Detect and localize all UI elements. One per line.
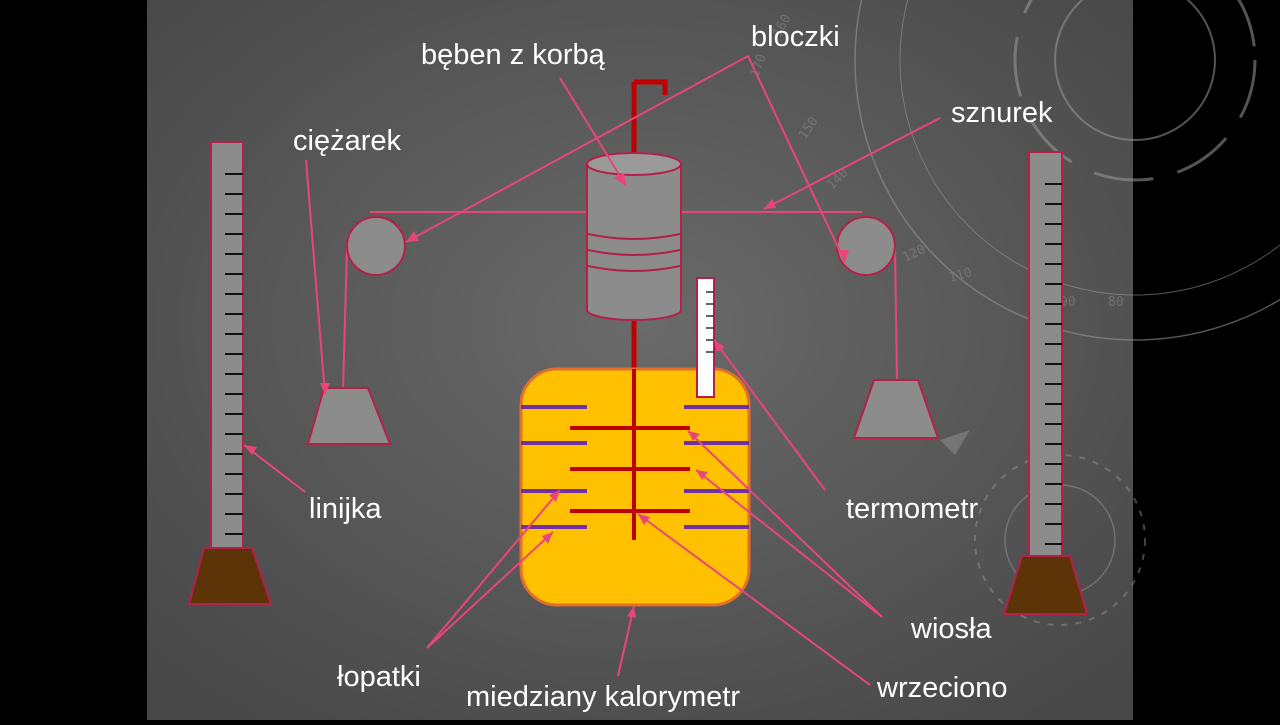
left-pulley — [346, 216, 406, 276]
paddles-rotating — [570, 426, 690, 513]
label-spindle: wrzeciono — [876, 672, 1008, 704]
leader-lines — [243, 55, 941, 686]
right-ruler-ticks — [1045, 183, 1062, 545]
label-thermometer: termometr — [846, 493, 978, 525]
label-weight: ciężarek — [293, 125, 401, 157]
drum — [586, 152, 682, 321]
label-drum-with-crank: bęben z korbą — [421, 39, 606, 71]
left-ruler — [187, 141, 273, 605]
dial-number: 110 — [947, 265, 974, 286]
label-copper-calorimeter: miedziany kalorymetr — [466, 681, 740, 713]
label-pulleys: bloczki — [751, 21, 840, 53]
label-string: sznurek — [951, 97, 1053, 129]
right-pulley — [836, 216, 896, 276]
right-weight — [852, 379, 940, 439]
left-weight — [306, 387, 392, 445]
right-ruler — [1002, 151, 1089, 615]
label-paddles: łopatki — [337, 661, 421, 693]
vanes-fixed — [521, 405, 749, 529]
left-ruler-ticks — [225, 173, 243, 535]
dial-number: 90 — [1060, 295, 1076, 310]
thermometer — [696, 277, 715, 398]
label-ruler: linijka — [309, 493, 382, 525]
crank — [634, 79, 668, 95]
label-oars: wiosła — [910, 613, 992, 645]
dial-number: 80 — [1108, 295, 1124, 310]
